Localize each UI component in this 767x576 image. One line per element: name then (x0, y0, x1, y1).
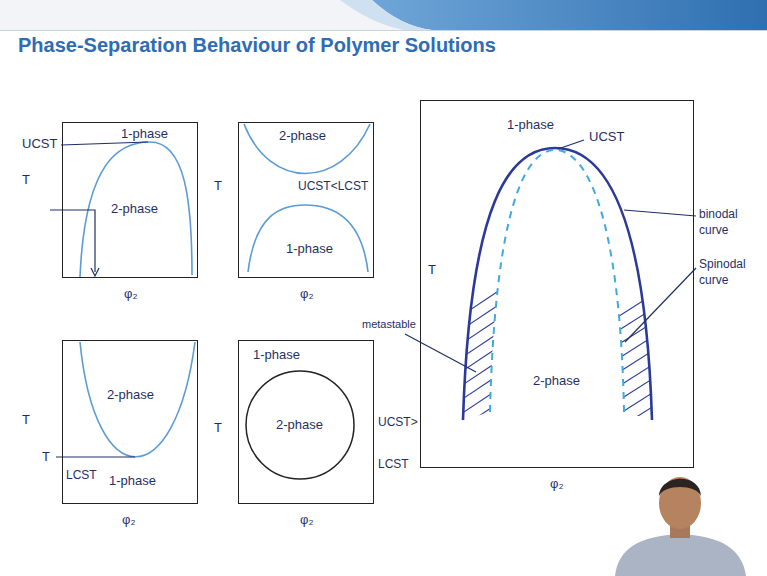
presenter (615, 477, 746, 576)
header-banner (372, 0, 767, 30)
region-label: 2-phase (111, 201, 158, 217)
axis-label: T (22, 172, 30, 188)
spinodal-curve (490, 150, 624, 412)
lcst-curve (244, 124, 370, 174)
region-label: 1-phase (507, 117, 554, 133)
leader-line (56, 456, 135, 457)
header-band (0, 0, 767, 30)
region-label: 2-phase (107, 387, 154, 403)
annotation-label: LCST (66, 467, 97, 483)
phase-diagram-panel: 2-phase 1-phase (238, 122, 374, 278)
axis-label: φ₂ (300, 512, 313, 528)
region-label: 2-phase (279, 128, 326, 144)
two-phase-loop: 2-phase (245, 370, 355, 480)
region-label: 1-phase (121, 126, 168, 142)
lcst-curve (80, 342, 195, 457)
annotation-label: UCST<LCST (298, 178, 368, 194)
leader-line (50, 210, 95, 272)
annotation-label: T (42, 449, 50, 465)
annotation-label: binodal curve (699, 206, 763, 238)
ucst-curve (248, 205, 368, 272)
leader-line (61, 142, 148, 145)
header-rule (0, 30, 767, 31)
axis-label: φ₂ (550, 476, 563, 492)
region-label: 2-phase (533, 373, 580, 389)
annotation-label: Spinodal curve (699, 256, 763, 288)
arrow-head (91, 268, 99, 276)
region-label: 1-phase (286, 241, 333, 257)
region-label: 1-phase (109, 473, 156, 489)
annotation-label: UCST (22, 136, 57, 152)
axis-label: T (214, 178, 222, 194)
axis-label: φ₂ (124, 286, 137, 302)
axis-label: T (22, 412, 30, 428)
phase-diagram-panel: 1-phaseUCST 2-phase (420, 100, 694, 468)
axis-label: φ₂ (122, 512, 135, 528)
binodal-curve (80, 142, 192, 277)
axis-label: T (214, 420, 222, 436)
annotation-label: LCST (378, 456, 409, 472)
phase-diagram-panel: 1-phase 2-phase (238, 340, 374, 504)
axis-label: φ₂ (300, 286, 313, 302)
region-label: 2-phase (276, 417, 323, 433)
phase-diagram-panel: 1-phase 2-phase (62, 122, 198, 278)
annotation-label: UCST> (378, 414, 418, 430)
leader-line (625, 268, 696, 342)
header-stripe (340, 0, 432, 30)
region-label: 1-phase (253, 347, 300, 363)
slide-title: Phase-Separation Behaviour of Polymer So… (18, 34, 496, 57)
axis-label: T (428, 262, 436, 278)
loop-outline (246, 371, 354, 479)
annotation-label: metastable (362, 316, 416, 332)
leader-line (558, 140, 584, 149)
binodal-curve (463, 148, 652, 420)
region-label: UCST (589, 129, 624, 145)
leader-line (624, 210, 696, 216)
leader-line (405, 334, 476, 372)
